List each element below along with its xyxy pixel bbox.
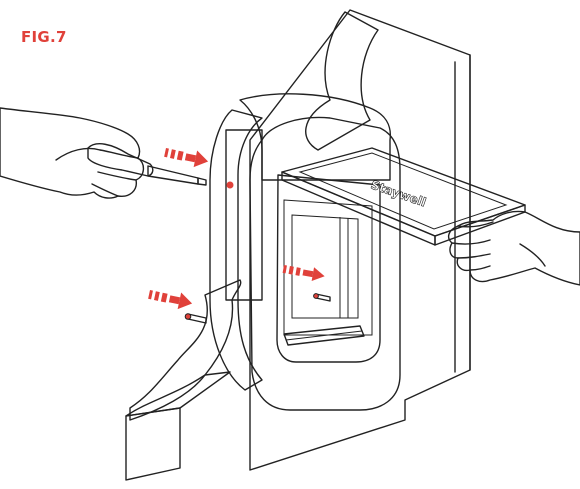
motion-arrow-icon [148,148,325,310]
cat-flap-front-frame [249,116,401,411]
hand-holding-flap-icon [447,210,580,286]
cat-flap-outer-frame [209,93,392,391]
motion-arrow-upper [164,148,209,168]
cat-flap-panel: Staywell [281,147,526,246]
alignment-dot [226,181,234,189]
motion-arrow-lower [148,290,193,310]
motion-arrow-inner [282,265,325,282]
hand-with-screwdriver-icon [0,107,207,199]
figure-label: FIG.7 [21,28,67,46]
screw-icon [184,293,331,324]
wall-band-top [305,11,379,151]
wall-slab [249,9,471,471]
screwdriver-icon [87,143,207,186]
